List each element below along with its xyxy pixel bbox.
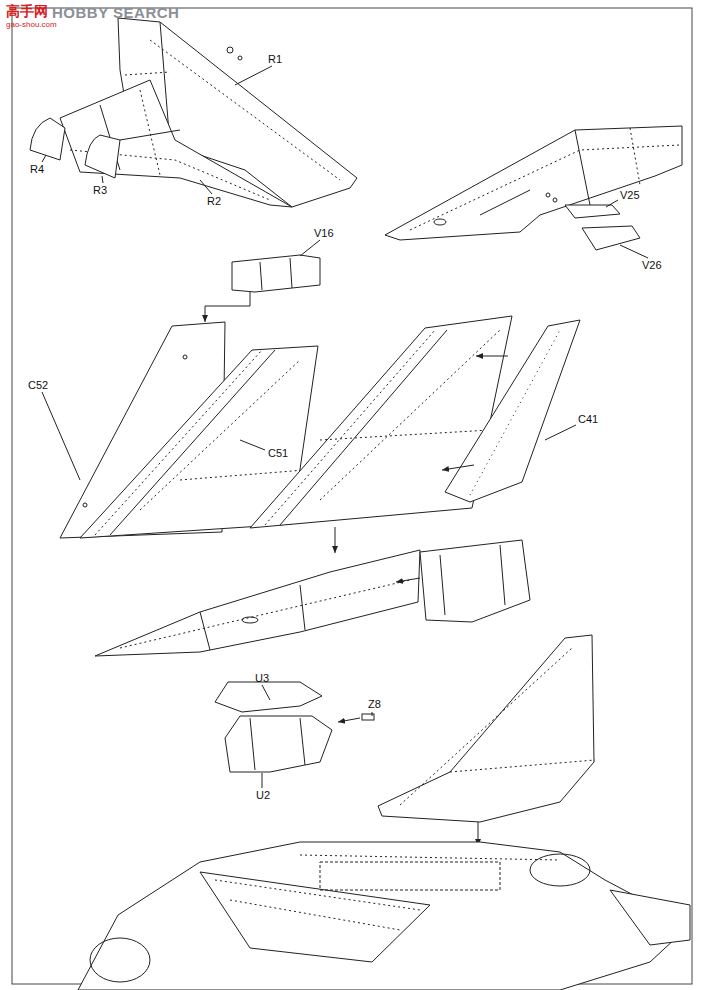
part-number: C51 xyxy=(268,448,288,459)
aircraft xyxy=(78,635,690,990)
part-number: R2 xyxy=(207,196,221,207)
part-number: V16 xyxy=(314,228,334,239)
v16-part xyxy=(205,255,320,322)
part-number: U2 xyxy=(256,790,270,801)
fin-subassembly xyxy=(95,540,530,656)
part-number: R4 xyxy=(30,164,44,175)
part-number: V25 xyxy=(620,190,640,201)
part-number: V26 xyxy=(642,260,662,271)
part-number: U3 xyxy=(255,673,269,684)
watermark: 高手网 xyxy=(6,4,48,18)
bracket-parts xyxy=(215,682,374,772)
watermark: HOBBY SEARCH xyxy=(52,5,179,20)
part-number: R3 xyxy=(93,185,107,196)
fin-parts xyxy=(30,18,357,207)
page-frame xyxy=(12,8,692,984)
part-number: R1 xyxy=(268,54,282,65)
part-number: C41 xyxy=(578,414,598,425)
part-number: C52 xyxy=(28,380,48,391)
part-number: Z8 xyxy=(368,699,381,710)
fin-panels xyxy=(60,316,580,553)
watermark: gao-shou.com xyxy=(6,21,57,29)
leader-lines xyxy=(42,66,648,788)
fin-assembled xyxy=(385,126,682,250)
